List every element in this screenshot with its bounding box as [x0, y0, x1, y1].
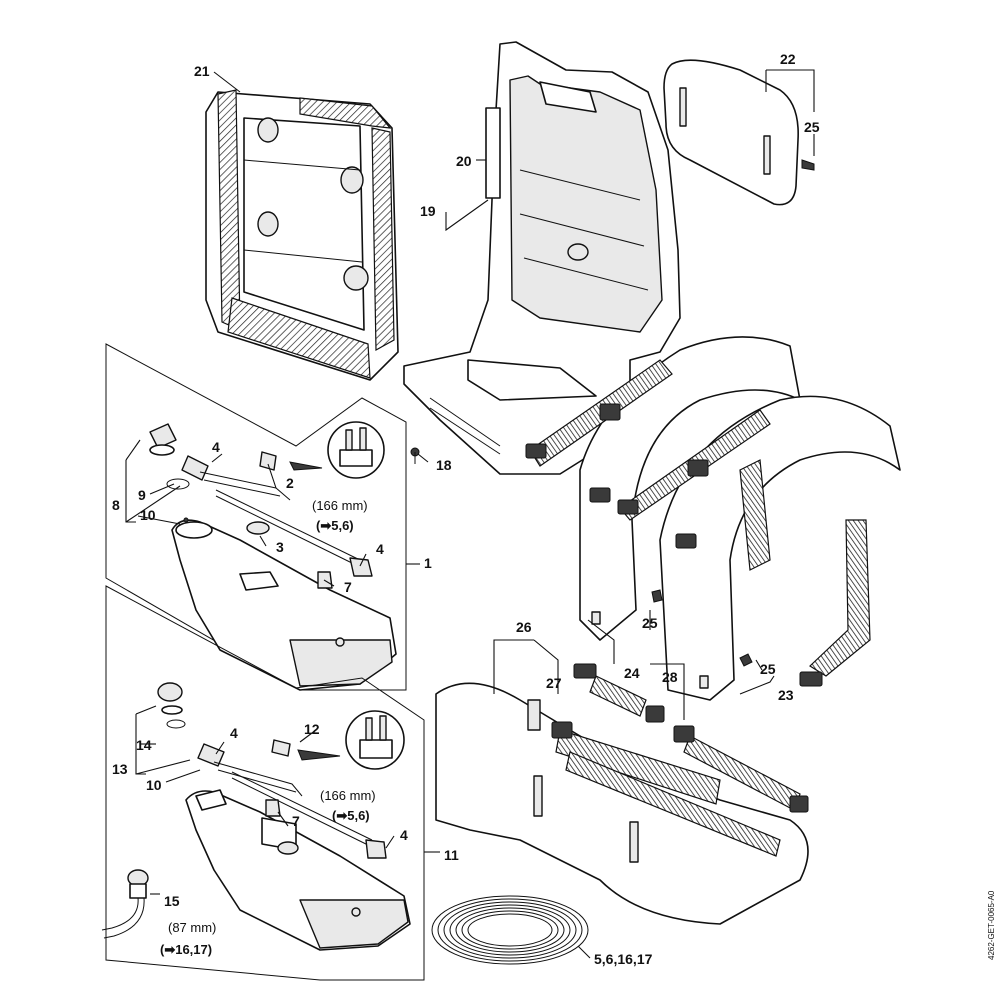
callout-21: 21 [194, 63, 210, 79]
back-pad-part-22 [663, 59, 815, 206]
backplate-part-19 [403, 41, 681, 475]
hip-belt-strap-part-28 [673, 725, 809, 813]
callout-4-upper-left: 4 [212, 439, 220, 455]
callout-25-upper: 25 [804, 119, 820, 135]
callout-1: 1 [424, 555, 432, 571]
hose-length-lower: (166 mm) [320, 788, 376, 803]
callout-20: 20 [456, 153, 472, 169]
callout-27: 27 [546, 675, 562, 691]
callout-25-right: 25 [760, 661, 776, 677]
hose-coil-part-5-6-16-17 [431, 895, 589, 965]
hose-ref-lower: (➡5,6) [332, 808, 370, 823]
callout-4-upper-right: 4 [376, 541, 384, 557]
callout-4-lower-left: 4 [230, 725, 238, 741]
callout-7-lower: 7 [292, 813, 300, 829]
callout-5-6-16-17: 5,6,16,17 [594, 951, 653, 967]
leader-lines [125, 69, 815, 959]
callout-labels: 21 22 25 20 19 18 4 2 8 9 10 3 4 1 7 26 … [112, 51, 820, 967]
callout-24: 24 [624, 665, 640, 681]
callout-11: 11 [444, 847, 459, 863]
hip-belt-buckle-part-27 [527, 663, 665, 739]
screw-part-18 [410, 447, 420, 464]
hose-length-short: (87 mm) [168, 920, 216, 935]
callout-19: 19 [420, 203, 436, 219]
fitting-part-15 [101, 869, 149, 939]
tank-panel-lower-part-11 [105, 585, 425, 981]
hip-belt-part-26 [435, 682, 809, 925]
callout-22: 22 [780, 51, 796, 67]
shoulder-strap-part-23 [617, 395, 901, 701]
hose-ref-upper: (➡5,6) [316, 518, 354, 533]
callout-2: 2 [286, 475, 294, 491]
callout-4-lower-right: 4 [400, 827, 408, 843]
callout-10-upper: 10 [140, 507, 156, 523]
callout-23: 23 [778, 687, 794, 703]
hose-ref-short: (➡16,17) [160, 942, 212, 957]
document-id: 4262-GET-0065-A0 [987, 890, 996, 960]
frame-part-21 [205, 89, 399, 381]
callout-8: 8 [112, 497, 120, 513]
callout-28: 28 [662, 669, 678, 685]
callout-18: 18 [436, 457, 452, 473]
callout-12: 12 [304, 721, 320, 737]
callout-3: 3 [276, 539, 284, 555]
callout-7-upper: 7 [344, 579, 352, 595]
callout-14: 14 [136, 737, 152, 753]
callout-13: 13 [112, 761, 128, 777]
callout-26: 26 [516, 619, 532, 635]
shoulder-strap-part-24 [525, 336, 801, 641]
tank-panel-upper-part-1 [105, 343, 407, 691]
callout-15: 15 [164, 893, 180, 909]
callout-25-mid: 25 [642, 615, 658, 631]
hose-length-upper: (166 mm) [312, 498, 368, 513]
hose-notes: (166 mm) (➡5,6) (166 mm) (➡5,6) (87 mm) … [160, 498, 376, 957]
callout-10-lower: 10 [146, 777, 162, 793]
callout-9: 9 [138, 487, 146, 503]
